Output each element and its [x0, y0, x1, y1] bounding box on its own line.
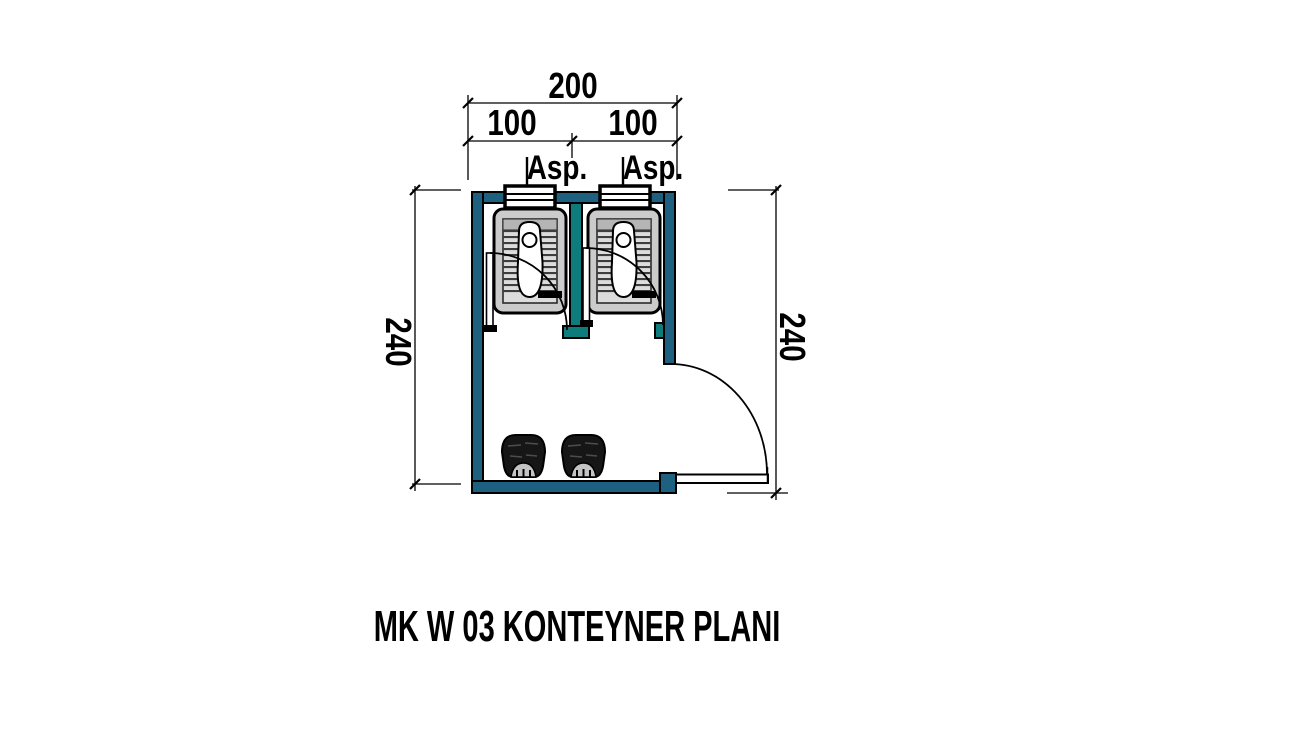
stall-door-left-arc [489, 252, 568, 331]
stall-door-right-cap [580, 320, 593, 327]
entrance-door [670, 363, 769, 484]
stall-door-right [580, 247, 664, 327]
vent-label-left: Asp. [526, 149, 588, 187]
drawing-title: MK W 03 KONTEYNER PLANI [373, 602, 781, 651]
stall-door-right-leaf [582, 247, 591, 326]
dim-right-bay-value: 100 [608, 102, 658, 143]
partition-wall [569, 202, 583, 327]
stall-door-right-arc [585, 247, 664, 326]
stall-door-left [484, 252, 568, 332]
aspirator-vent-left [503, 184, 557, 210]
stall-door-left-leaf [485, 252, 494, 332]
dim-total-width-value: 200 [548, 65, 598, 106]
dimension-ticks [409, 97, 782, 499]
stall-partition [562, 202, 665, 339]
entrance-door-leaf [675, 473, 769, 484]
dim-left-height-line [412, 186, 461, 491]
vent-leader-lines [525, 157, 625, 187]
container-walls [471, 191, 677, 494]
wall-bottom-step [659, 472, 677, 494]
stall-door-left-cap [484, 325, 497, 332]
aspirator-vent-right [598, 184, 652, 210]
wash-basin-right [561, 434, 606, 478]
wall-right [663, 191, 676, 365]
wash-basin-left [501, 434, 546, 478]
squat-toilet-right [586, 207, 662, 315]
entrance-door-arc [670, 363, 768, 475]
vent-label-right: Asp. [622, 149, 684, 187]
dim-left-bay-value: 100 [487, 102, 537, 143]
dim-total-width-line [467, 95, 678, 180]
wall-left [471, 191, 484, 494]
dim-right-height-value: 240 [772, 312, 813, 362]
right-wall-stub [654, 322, 665, 339]
squat-toilet-left [492, 207, 568, 315]
dim-right-height-line [727, 186, 788, 500]
dim-left-height-value: 240 [378, 317, 419, 367]
partition-end-cap [562, 325, 590, 339]
wall-bottom [471, 480, 664, 494]
